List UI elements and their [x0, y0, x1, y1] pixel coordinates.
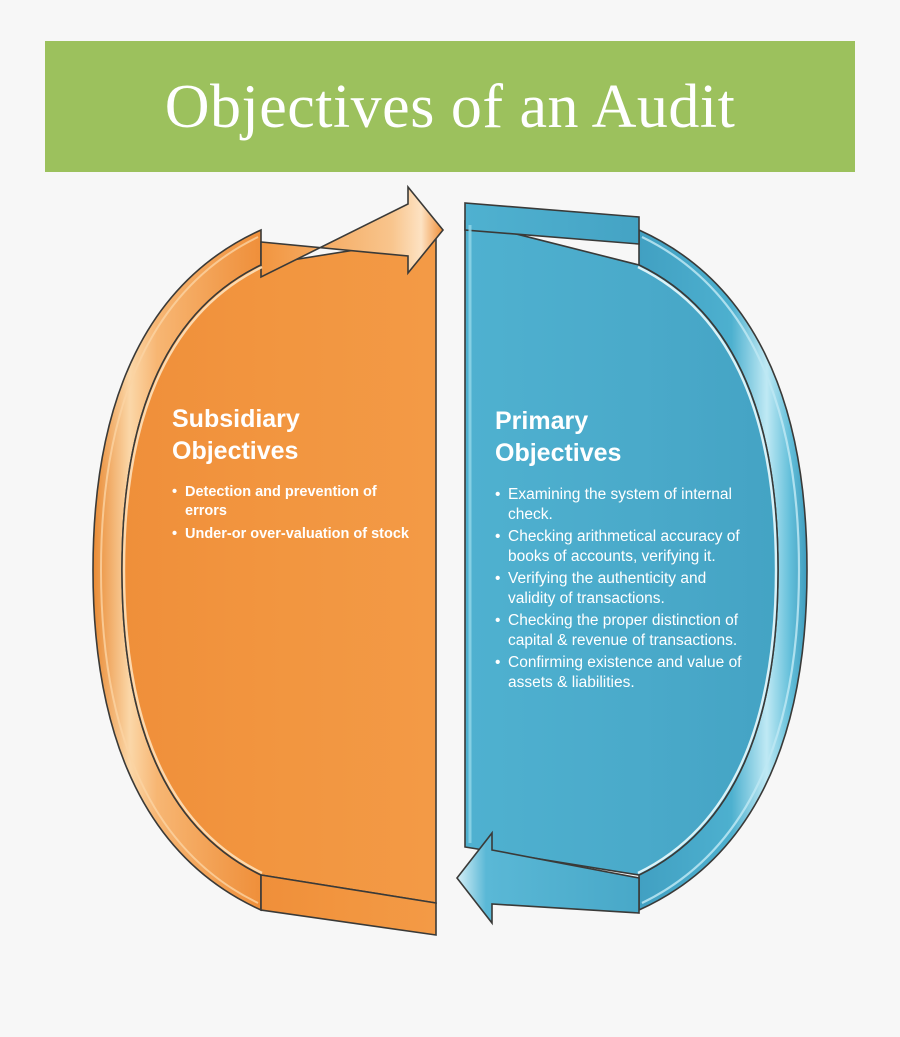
subsidiary-outer-highlight	[99, 236, 259, 904]
list-item: Checking arithmetical accuracy of books …	[495, 527, 745, 568]
subsidiary-heading: Subsidiary Objectives	[172, 405, 300, 465]
title-banner: Objectives of an Audit	[45, 41, 855, 172]
primary-bullet-list: Examining the system of internal check. …	[495, 485, 745, 694]
subsidiary-body	[121, 236, 437, 904]
subsidiary-ring-highlight	[122, 265, 263, 875]
list-item: Confirming existence and value of assets…	[495, 653, 745, 694]
subsidiary-objectives-content: Subsidiary Objectives Detection and prev…	[172, 403, 417, 547]
primary-ring-highlight	[637, 265, 778, 875]
subsidiary-tail-bottom	[260, 874, 437, 936]
subsidiary-arrowhead-top	[260, 184, 445, 279]
primary-outer-highlight	[641, 236, 801, 904]
primary-head-top	[464, 202, 640, 245]
list-item: Examining the system of internal check.	[495, 485, 745, 526]
primary-heading: Primary Objectives	[495, 407, 622, 467]
primary-arrowhead-bottom	[455, 830, 640, 926]
list-item: Checking the proper distinction of capit…	[495, 611, 745, 652]
cycle-diagram-svg	[92, 184, 808, 936]
primary-objectives-content: Primary Objectives Examining the system …	[495, 405, 745, 695]
list-item: Detection and prevention of errors	[172, 483, 417, 522]
subsidiary-bullet-list: Detection and prevention of errors Under…	[172, 483, 417, 544]
page-title: Objectives of an Audit	[164, 72, 736, 141]
subsidiary-half-shape	[92, 184, 445, 936]
list-item: Verifying the authenticity and validity …	[495, 569, 745, 610]
list-item: Under-or over-valuation of stock	[172, 525, 417, 545]
cycle-diagram: Subsidiary Objectives Detection and prev…	[0, 175, 900, 965]
